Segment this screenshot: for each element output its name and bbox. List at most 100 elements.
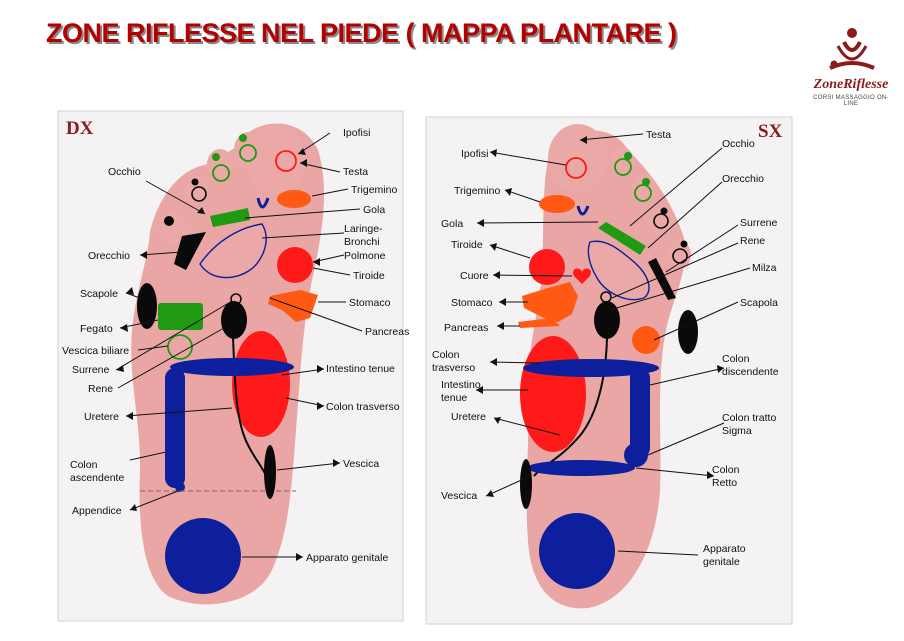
label-colon-trasverso: Colon trasverso (326, 401, 400, 413)
page-title: ZONE RIFLESSE NEL PIEDE ( MAPPA PLANTARE… (46, 18, 677, 48)
zone-polmone (277, 247, 313, 283)
zone-orecchio-dot (212, 153, 220, 161)
zone-intestino-tenue (520, 336, 586, 452)
label-ipofisi: Ipofisi (461, 148, 488, 160)
side-label-dx: DX (66, 118, 94, 139)
label-intestino-tenue: Intestino tenue (326, 363, 395, 375)
label-pancreas: Pancreas (365, 326, 409, 338)
zone-rene (221, 301, 247, 339)
zone-pancreas (518, 318, 560, 328)
zone-apparato-genitale (165, 518, 241, 594)
label-intestino-tenue-2: tenue (441, 392, 467, 404)
zone-colon-discendente (630, 368, 650, 458)
logo-name: ZoneRiflesse (813, 77, 889, 92)
label-cuore: Cuore (460, 270, 489, 282)
zone-tiroide (529, 249, 565, 285)
label-polmone: Polmone (344, 250, 386, 262)
zone-occhio-dot (239, 134, 247, 142)
zone-orecchio (174, 232, 206, 270)
label-uretere: Uretere (451, 411, 486, 423)
label-colon-retto-1: Colon (712, 464, 740, 476)
label-occhio: Occhio (722, 138, 755, 150)
label-colon-discendente-2: discendente (722, 366, 779, 378)
zone-vescica (520, 459, 532, 509)
label-colon-trasverso-1: Colon (432, 349, 460, 361)
zone-orecchio-ring (212, 164, 230, 182)
zone-trigemino (277, 190, 311, 208)
label-vescica: Vescica (343, 458, 379, 470)
zoneriflesse-logo: ZoneRiflesse CORSI MASSAGGIO ON-LINE (808, 24, 894, 107)
label-gola: Gola (441, 218, 463, 230)
zone-colon-sigma (624, 443, 648, 467)
label-apparato-genitale-1: Apparato (703, 543, 746, 555)
zone-vescica-biliare (167, 334, 193, 360)
zone-orecchio-ring (634, 184, 652, 202)
zone-apparato-genitale (539, 513, 615, 589)
label-colon-sigma-2: Sigma (722, 425, 752, 437)
zone-vescica (264, 445, 276, 499)
label-ascendente: ascendente (70, 472, 124, 484)
label-milza: Milza (752, 262, 777, 274)
label-orecchio: Orecchio (88, 250, 130, 262)
label-colon: Colon (70, 459, 98, 471)
label-uretere: Uretere (84, 411, 119, 423)
zone-trigemino (539, 195, 575, 213)
zone-orecchio (648, 258, 676, 300)
label-apparato-genitale: Apparato genitale (306, 552, 388, 564)
zone-colon-ascendente (165, 368, 185, 488)
label-occhio: Occhio (108, 166, 141, 178)
zone-intestino-tenue (232, 331, 290, 437)
label-rene: Rene (88, 383, 113, 395)
label-scapole: Scapole (80, 288, 118, 300)
zone-rene (594, 301, 620, 339)
label-colon-retto-2: Retto (712, 477, 737, 489)
label-intestino-tenue-1: Intestino (441, 379, 481, 391)
zone-occhio-ring (239, 144, 257, 162)
label-surrene: Surrene (72, 364, 110, 376)
label-pancreas: Pancreas (444, 322, 488, 334)
zone-scapole (137, 283, 157, 329)
zone-appendice (175, 482, 185, 492)
label-vescica-biliare: Vescica biliare (62, 345, 129, 357)
label-stomaco: Stomaco (451, 297, 493, 309)
zone-colon-trasverso (170, 358, 294, 376)
label-vescica: Vescica (441, 490, 477, 502)
zone-testa (275, 150, 297, 172)
label-ipofisi: Ipofisi (343, 127, 370, 139)
label-testa: Testa (646, 129, 671, 141)
label-testa: Testa (343, 166, 368, 178)
zone-bronchi (587, 240, 650, 301)
label-bronchi: Bronchi (344, 236, 380, 248)
zone-stomaco (522, 282, 578, 322)
label-tiroide: Tiroide (353, 270, 385, 282)
label-scapola: Scapola (740, 297, 778, 309)
label-rene: Rene (740, 235, 765, 247)
label-gola: Gola (363, 204, 385, 216)
zone-gola (598, 222, 646, 255)
label-colon-discendente-1: Colon (722, 353, 750, 365)
label-stomaco: Stomaco (349, 297, 391, 309)
zone-laringe-bronchi (199, 223, 267, 279)
zone-occhio-ring (614, 158, 632, 176)
label-laringe: Laringe- (344, 223, 383, 235)
label-apparato-genitale-2: genitale (703, 556, 740, 568)
side-label-sx: SX (758, 121, 783, 142)
zone-gola (210, 208, 250, 227)
label-colon-sigma-1: Colon tratto (722, 412, 776, 424)
right-foot-map: DX Ipofisi Testa Occh (57, 110, 409, 622)
label-trigemino: Trigemino (351, 184, 397, 196)
zone-ipofisi (565, 157, 587, 179)
logo-subtitle: CORSI MASSAGGIO ON-LINE (813, 95, 889, 107)
label-fegato: Fegato (80, 323, 113, 335)
label-colon-trasverso-2: trasverso (432, 362, 475, 374)
zone-colon-retto (527, 460, 635, 476)
massage-figure-icon (829, 28, 875, 70)
zone-scapola (678, 310, 698, 354)
zone-milza (632, 326, 660, 354)
label-trigemino: Trigemino (454, 185, 500, 197)
label-surrene: Surrene (740, 217, 778, 229)
zone-colon-trasverso (523, 359, 659, 377)
label-orecchio: Orecchio (722, 173, 764, 185)
label-tiroide: Tiroide (451, 239, 483, 251)
